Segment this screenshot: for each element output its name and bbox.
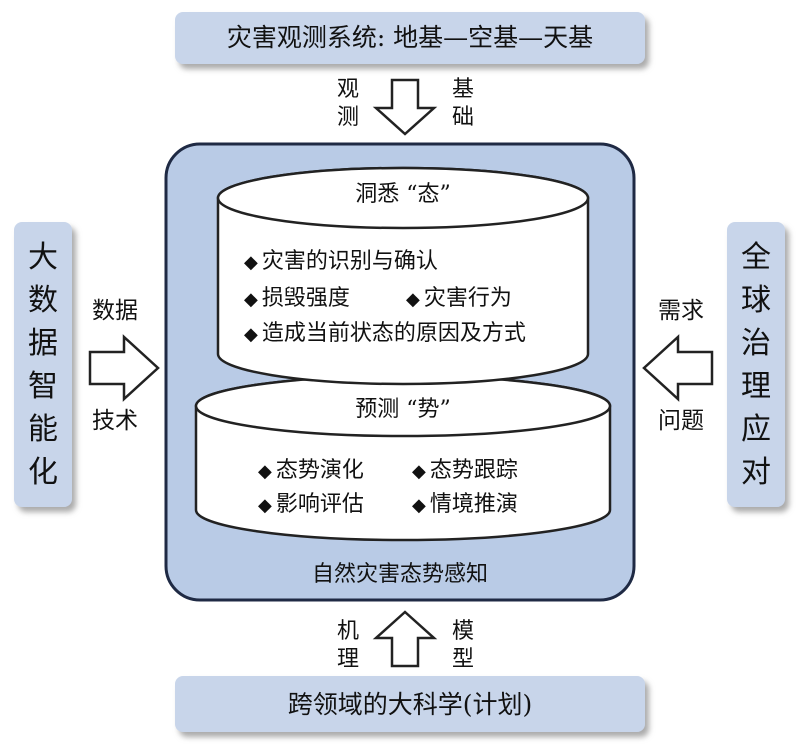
left-box-label: 大数据智能化 [28, 240, 58, 490]
lower-item-3: ◆影响评估 [258, 492, 364, 517]
diamond-icon: ◆ [258, 461, 272, 482]
diamond-icon: ◆ [244, 289, 258, 310]
bottom-box [175, 676, 645, 732]
center-panel-caption: 自然灾害态势感知 [311, 562, 488, 587]
upper-cylinder [216, 166, 590, 386]
diamond-icon: ◆ [244, 252, 258, 273]
top-box-label: 灾害观测系统: 地基—空基—天基 [226, 23, 594, 52]
top-box [175, 12, 645, 64]
lower-cylinder [194, 374, 612, 542]
lower-item-4: ◆情境推演 [412, 492, 518, 517]
lower-item-2: ◆态势跟踪 [412, 458, 518, 483]
top-arrow-left-label: 观测 [336, 77, 359, 130]
right-arrow-left [88, 334, 160, 402]
diamond-icon: ◆ [412, 495, 426, 516]
upper-cylinder-title: 洞悉 “态” [355, 182, 451, 207]
bottom-arrow-left-label: 机理 [336, 619, 359, 672]
left-box [14, 222, 72, 507]
right-box [727, 222, 785, 507]
upper-item-4: ◆造成当前状态的原因及方式 [244, 321, 526, 346]
left-arrow-right [642, 334, 714, 402]
lower-item-1: ◆态势演化 [258, 458, 364, 483]
left-arrow-bottom-label: 技术 [92, 408, 138, 434]
right-arrow-top-label: 需求 [658, 298, 704, 324]
right-arrow-bottom-label: 问题 [658, 408, 704, 434]
lower-cylinder-title: 预测 “势” [355, 397, 451, 422]
right-box-label: 全球治理应对 [741, 240, 771, 490]
diamond-icon: ◆ [244, 324, 258, 345]
bottom-box-label: 跨领域的大科学(计划) [287, 690, 533, 719]
diamond-icon: ◆ [406, 289, 420, 310]
down-arrow-top [372, 78, 438, 136]
bottom-arrow-right-label: 模型 [451, 619, 474, 672]
up-arrow-bottom [372, 610, 438, 668]
upper-item-2: ◆损毁强度 [244, 286, 350, 311]
upper-item-1: ◆灾害的识别与确认 [244, 249, 438, 274]
left-arrow-top-label: 数据 [92, 298, 138, 324]
top-arrow-right-label: 基础 [451, 77, 474, 130]
diamond-icon: ◆ [412, 461, 426, 482]
upper-item-3: ◆灾害行为 [406, 286, 512, 311]
diamond-icon: ◆ [258, 495, 272, 516]
